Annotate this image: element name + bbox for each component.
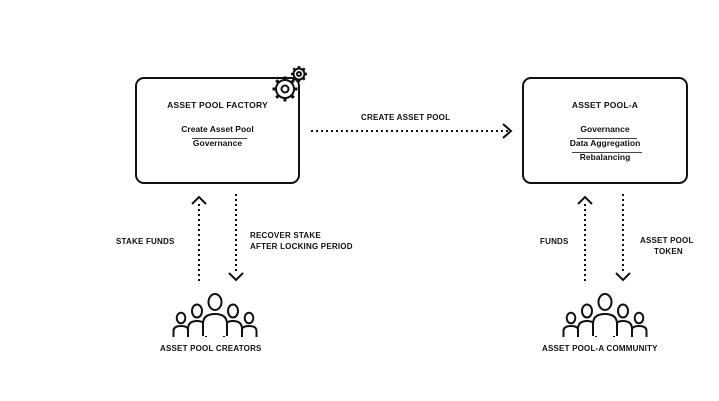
token-label-line2: TOKEN — [654, 247, 683, 256]
pool-item-governance: Governance — [580, 124, 630, 134]
asset-pool-a-community-label: ASSET POOL-A COMMUNITY — [542, 344, 658, 353]
stake-funds-label: STAKE FUNDS — [116, 237, 175, 246]
create-asset-pool-label: CREATE ASSET POOL — [361, 113, 451, 122]
stake-funds-arrowhead — [191, 195, 207, 205]
pool-item-rebalancing: Rebalancing — [579, 152, 631, 162]
recover-stake-label-line2: AFTER LOCKING PERIOD — [250, 242, 353, 251]
token-arrowhead — [615, 272, 631, 282]
pool-item-separator-2 — [572, 152, 642, 153]
recover-stake-label-line1: RECOVER STAKE — [250, 231, 321, 240]
factory-item-create-asset-pool: Create Asset Pool — [181, 124, 254, 134]
create-pool-arrowhead — [502, 123, 513, 139]
pool-title: ASSET POOL-A — [571, 100, 639, 110]
pool-item-separator-1 — [577, 138, 637, 139]
token-label-line1: ASSET POOL — [640, 236, 694, 245]
funds-label: FUNDS — [540, 237, 569, 246]
funds-arrowhead — [577, 195, 593, 205]
community-people-icon — [562, 293, 648, 338]
recover-stake-arrowhead — [228, 272, 244, 282]
factory-item-separator — [192, 138, 247, 139]
pool-item-data-aggregation: Data Aggregation — [569, 138, 641, 148]
asset-pool-creators-label: ASSET POOL CREATORS — [160, 344, 262, 353]
creators-people-icon — [172, 293, 258, 338]
asset-pool-factory-box: ASSET POOL FACTORY Create Asset Pool Gov… — [135, 77, 300, 184]
factory-item-governance: Governance — [192, 138, 243, 148]
asset-pool-a-box: ASSET POOL-A Governance Data Aggregation… — [522, 77, 688, 184]
factory-title: ASSET POOL FACTORY — [167, 100, 268, 110]
